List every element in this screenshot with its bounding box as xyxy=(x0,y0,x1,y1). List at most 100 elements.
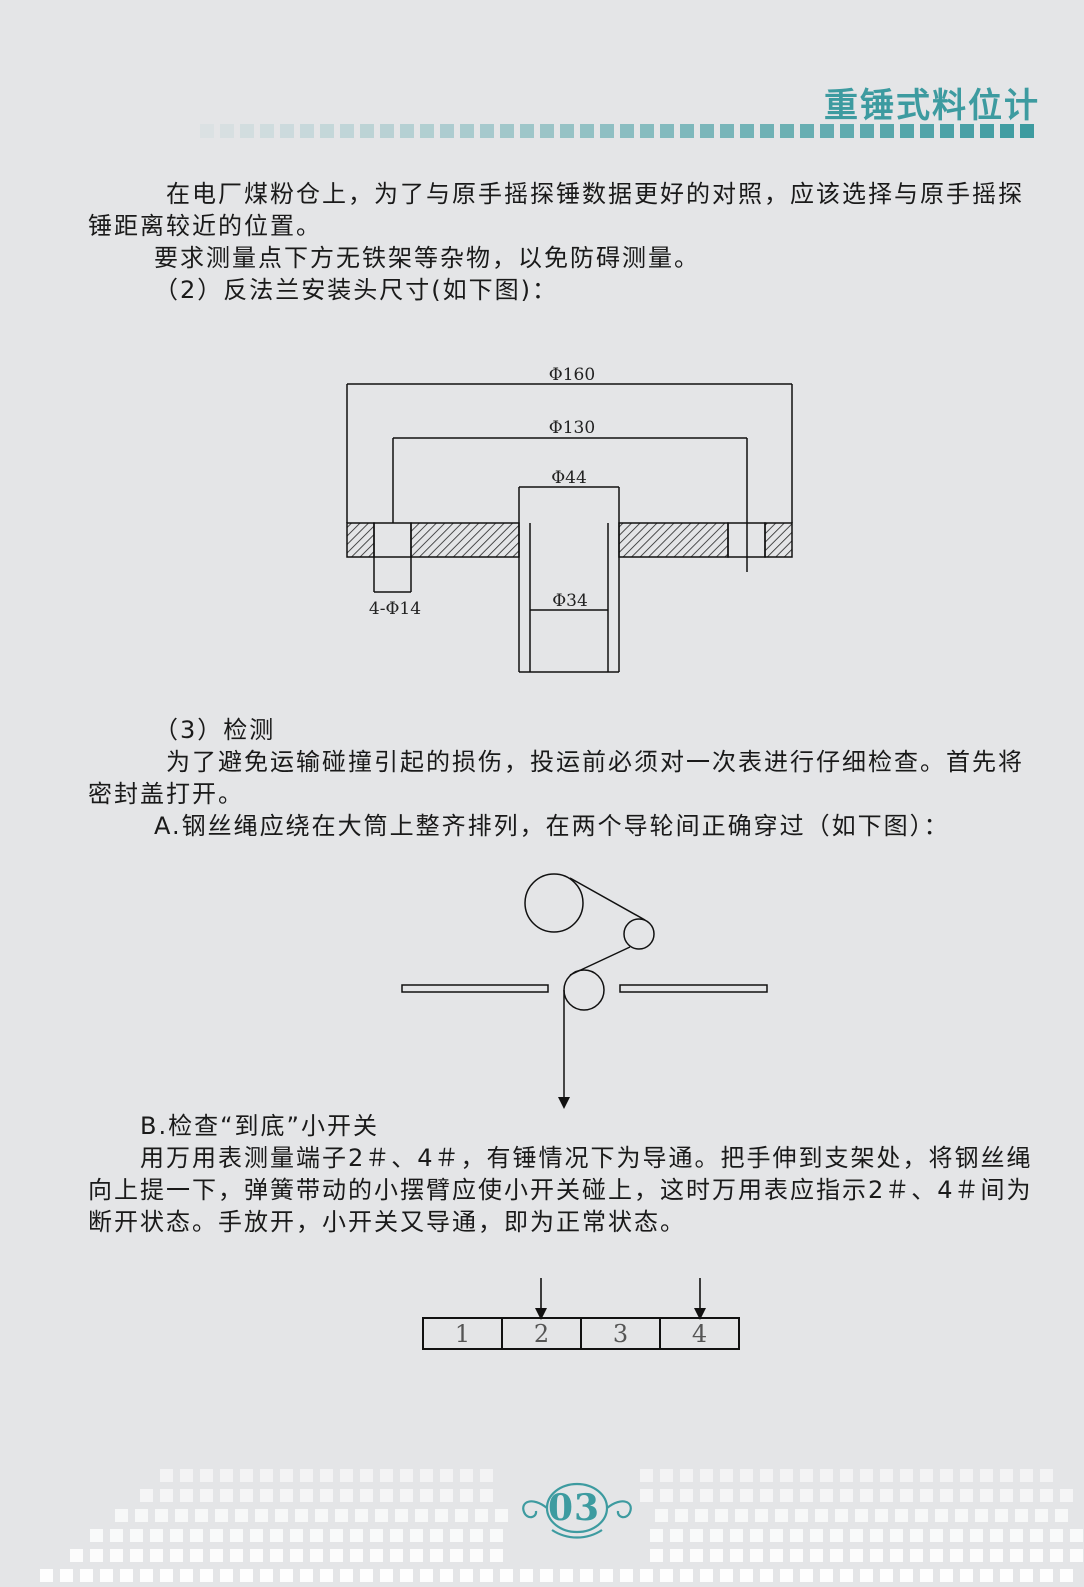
footer-square xyxy=(195,1509,208,1522)
footer-square xyxy=(355,1509,368,1522)
footer-square xyxy=(650,1549,663,1562)
footer-square xyxy=(960,1569,973,1582)
footer-square xyxy=(90,1529,103,1542)
footer-square xyxy=(560,1569,573,1582)
footer-square xyxy=(840,1469,853,1482)
footer-square xyxy=(430,1529,443,1542)
footer-square xyxy=(660,1569,673,1582)
footer-square xyxy=(110,1549,123,1562)
footer-square xyxy=(330,1549,343,1562)
footer-square xyxy=(180,1489,193,1502)
footer-square xyxy=(540,1569,553,1582)
footer-square xyxy=(735,1509,748,1522)
header-square xyxy=(800,124,814,138)
footer-square xyxy=(780,1469,793,1482)
footer-square xyxy=(1000,1469,1013,1482)
footer-square xyxy=(670,1549,683,1562)
footer-square xyxy=(240,1469,253,1482)
section-heading-bottom-switch: B.检查“到底”小开关 xyxy=(140,1112,379,1140)
footer-square xyxy=(820,1489,833,1502)
footer-square xyxy=(780,1489,793,1502)
footer-square xyxy=(480,1489,493,1502)
footer-square xyxy=(300,1469,313,1482)
footer-square xyxy=(1020,1569,1033,1582)
footer-square xyxy=(130,1529,143,1542)
header-square xyxy=(900,124,914,138)
header-square xyxy=(220,124,234,138)
header-square xyxy=(820,124,834,138)
footer-square xyxy=(660,1489,673,1502)
footer-square xyxy=(490,1549,503,1562)
footer-square xyxy=(470,1549,483,1562)
footer-square xyxy=(180,1469,193,1482)
footer-square xyxy=(420,1569,433,1582)
footer-square xyxy=(720,1469,733,1482)
footer-square xyxy=(710,1549,723,1562)
footer-square xyxy=(330,1529,343,1542)
footer-square xyxy=(870,1549,883,1562)
header-square xyxy=(260,124,274,138)
footer-square xyxy=(200,1469,213,1482)
footer-square xyxy=(200,1569,213,1582)
footer-square xyxy=(1040,1489,1053,1502)
footer-square xyxy=(740,1569,753,1582)
dim-label-bolt-circle: Φ130 xyxy=(549,418,595,438)
footer-square xyxy=(835,1509,848,1522)
footer-square xyxy=(80,1569,93,1582)
footer-square xyxy=(235,1509,248,1522)
footer-square xyxy=(850,1529,863,1542)
footer-square xyxy=(1015,1509,1028,1522)
footer-square xyxy=(700,1569,713,1582)
footer-square xyxy=(140,1569,153,1582)
footer-square xyxy=(180,1569,193,1582)
footer-square xyxy=(160,1569,173,1582)
footer-square xyxy=(100,1569,113,1582)
arrow-down-icon xyxy=(558,1097,570,1109)
footer-square xyxy=(775,1509,788,1522)
footer-square xyxy=(800,1569,813,1582)
footer-square xyxy=(930,1549,943,1562)
dim-label-neck-inner: Φ34 xyxy=(552,591,588,611)
footer-square xyxy=(460,1569,473,1582)
footer-square xyxy=(780,1569,793,1582)
footer-square xyxy=(450,1549,463,1562)
footer-square xyxy=(460,1489,473,1502)
footer-square xyxy=(400,1569,413,1582)
header-square xyxy=(540,124,554,138)
footer-square xyxy=(890,1529,903,1542)
footer-square xyxy=(800,1469,813,1482)
footer-square xyxy=(210,1529,223,1542)
page-number: 03 xyxy=(548,1487,601,1529)
footer-square xyxy=(980,1489,993,1502)
footer-square xyxy=(310,1549,323,1562)
footer-square xyxy=(155,1509,168,1522)
header-square xyxy=(680,124,694,138)
header-square xyxy=(320,124,334,138)
footer-square xyxy=(940,1489,953,1502)
header-square xyxy=(620,124,634,138)
footer-square xyxy=(70,1549,83,1562)
footer-square xyxy=(990,1529,1003,1542)
footer-square xyxy=(455,1509,468,1522)
footer-square xyxy=(190,1549,203,1562)
header-square xyxy=(660,124,674,138)
footer-square xyxy=(720,1489,733,1502)
footer-square xyxy=(160,1469,173,1482)
footer-square xyxy=(255,1509,268,1522)
footer-square xyxy=(390,1529,403,1542)
footer-square xyxy=(450,1529,463,1542)
header-square xyxy=(280,124,294,138)
header-square xyxy=(360,124,374,138)
footer-square xyxy=(1020,1469,1033,1482)
header-square xyxy=(500,124,514,138)
terminal-label: 4 xyxy=(692,1320,707,1348)
footer-square xyxy=(600,1569,613,1582)
footer-square xyxy=(955,1509,968,1522)
footer-square xyxy=(335,1509,348,1522)
footer-square xyxy=(1070,1549,1083,1562)
footer-square xyxy=(220,1469,233,1482)
footer-square xyxy=(660,1469,673,1482)
footer-square xyxy=(320,1569,333,1582)
footer-square xyxy=(230,1529,243,1542)
footer-square xyxy=(880,1489,893,1502)
